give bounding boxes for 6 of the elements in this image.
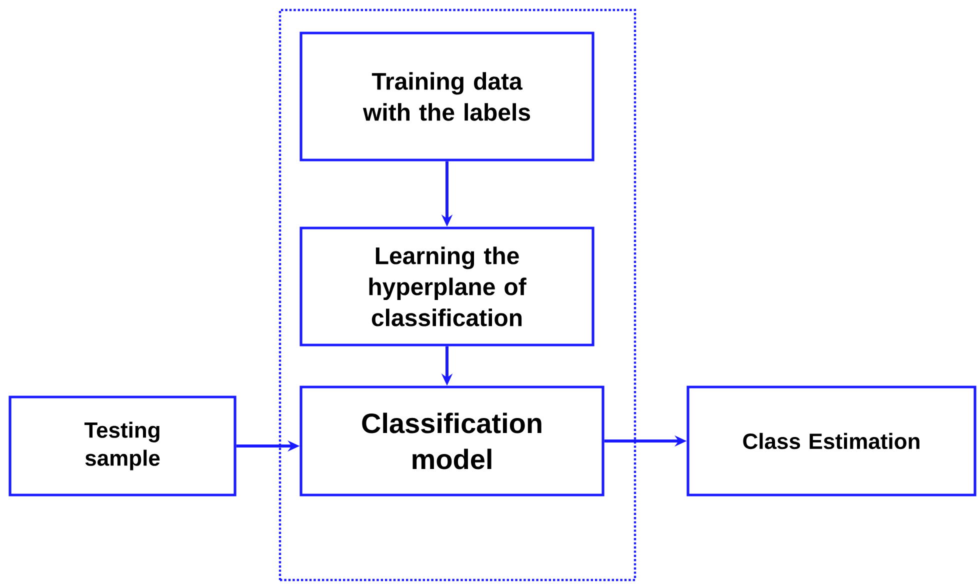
process-box: Classification model: [300, 386, 604, 496]
dotted-frame: [278, 8, 636, 582]
process-box: Training data with the labels: [300, 32, 594, 162]
process-box: Testing sample: [8, 396, 236, 496]
process-box: Class Estimation: [686, 386, 976, 496]
process-box: Learning the hyperplane of classification: [300, 226, 594, 346]
